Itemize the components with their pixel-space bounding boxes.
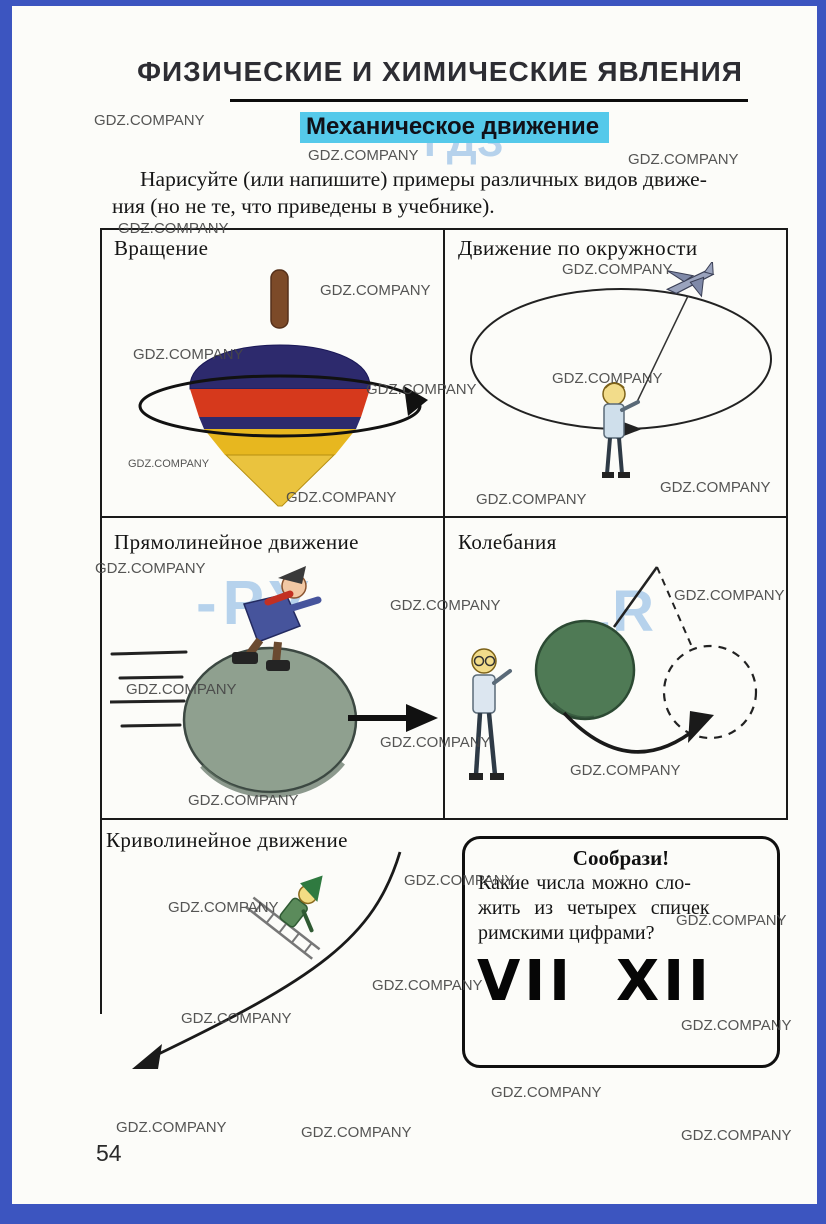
watermark: GDZ.COMPANY	[366, 381, 477, 398]
watermark: GDZ.COMPANY	[660, 479, 771, 496]
arrowhead-icon	[132, 1044, 162, 1069]
person-figure	[602, 382, 640, 478]
pendulum-illustration	[469, 566, 758, 780]
instruction-line: ния (но не те, что приведены в учебнике)…	[112, 194, 495, 218]
roman-numerals: VII XII	[465, 954, 777, 1010]
watermark: GDZ.COMPANY	[118, 220, 229, 237]
puzzle-title: Сообрази!	[572, 846, 670, 870]
table-border-line	[100, 228, 102, 820]
instruction-line: Нарисуйте (или напишите) примеры различн…	[140, 167, 707, 191]
person-figure	[469, 648, 512, 780]
watermark: GDZ.COMPANY	[168, 899, 279, 916]
watermark: GDZ.COMPANY	[674, 587, 785, 604]
cell-title-curvilinear-motion: Криволинейное движение	[106, 828, 348, 852]
swing-arrow	[562, 711, 700, 754]
watermark: GDZ.COMPANY	[491, 1084, 602, 1101]
watermark: GDZ.COMPANY	[404, 872, 515, 889]
rectilinear-motion-illustration	[110, 566, 438, 798]
watermark: GDZ.COMPANY	[308, 147, 419, 164]
paper-background	[12, 6, 817, 1204]
string-line	[635, 295, 689, 405]
airplane-icon	[665, 262, 715, 298]
spinning-top-illustration	[138, 269, 428, 507]
instruction-text: Нарисуйте (или напишите) примеры различн…	[112, 166, 774, 220]
section-subtitle: Механическое движение	[300, 112, 610, 143]
watermark: GDZ.COMPANY	[552, 370, 663, 387]
arrowhead-icon	[688, 711, 714, 743]
speed-lines	[110, 650, 188, 728]
watermark: GDZ.COMPANY	[128, 458, 210, 470]
watermark: GDZ.COMPANY	[301, 1124, 412, 1141]
arrowhead-icon	[406, 704, 438, 732]
watermark: GDZ.COMPANY	[181, 1010, 292, 1027]
watermark: GDZ.COMPANY	[94, 112, 205, 129]
roman-numeral-vii: VII	[477, 949, 575, 1014]
pendulum-bob	[534, 619, 636, 721]
watermark: GDZ.COMPANY	[562, 261, 673, 278]
watermark: GDZ.COMPANY	[95, 560, 206, 577]
pendulum-rod-dashed	[656, 566, 693, 648]
page-number: 54	[96, 1140, 122, 1166]
watermark: GDZ.COMPANY	[628, 151, 739, 168]
watermark: GDZ.COMPANY	[188, 792, 299, 809]
watermark: GDZ.COMPANY	[676, 912, 787, 929]
watermark: GDZ.COMPANY	[116, 1119, 227, 1136]
table-border-line	[100, 818, 102, 1014]
page-title: ФИЗИЧЕСКИЕ И ХИМИЧЕСКИЕ ЯВЛЕНИЯ	[137, 56, 743, 87]
curvilinear-motion-illustration	[132, 851, 402, 1069]
pendulum-rod	[612, 566, 659, 628]
cell-title-circular-motion: Движение по окружности	[458, 236, 698, 260]
cell-title-rectilinear-motion: Прямолинейное движение	[114, 530, 359, 554]
table-border-line	[786, 228, 788, 820]
puzzle-box: Сообрази! Какие числа можно сло- жить из…	[462, 836, 780, 1068]
watermark: GDZ.COMPANY	[372, 977, 483, 994]
watermark: GDZ.COMPANY	[681, 1017, 792, 1034]
pendulum-bob-ghost	[662, 644, 758, 740]
watermark: GDZ.COMPANY	[570, 762, 681, 779]
arrowhead-icon	[404, 386, 428, 416]
watermark: GDZ.COMPANY	[476, 491, 587, 508]
curved-path	[145, 851, 402, 1062]
puzzle-text-line: римскими цифрами?	[478, 922, 655, 944]
cell-title-oscillations: Колебания	[458, 530, 557, 554]
table-border-line	[443, 228, 445, 820]
watermark: GDZ.COMPANY	[320, 282, 431, 299]
watermark: GDZ.COMPANY	[390, 597, 501, 614]
watermark: GDZ.COMPANY	[681, 1127, 792, 1144]
watermark: GDZ.COMPANY	[126, 681, 237, 698]
watermark: GDZ.COMPANY	[286, 489, 397, 506]
circular-motion-illustration	[470, 262, 772, 478]
rider-figure	[232, 566, 322, 671]
sledding-figure	[245, 875, 323, 960]
puzzle-text-line: жить из четырех спичек	[478, 897, 710, 919]
puzzle-text-line: Какие числа можно сло-	[478, 872, 691, 894]
title-underline	[230, 99, 748, 102]
watermark: GDZ.COMPANY	[380, 734, 491, 751]
watermark: GDZ.COMPANY	[133, 346, 244, 363]
roman-numeral-xii: XII	[616, 949, 713, 1014]
cell-title-rotation: Вращение	[114, 236, 209, 260]
